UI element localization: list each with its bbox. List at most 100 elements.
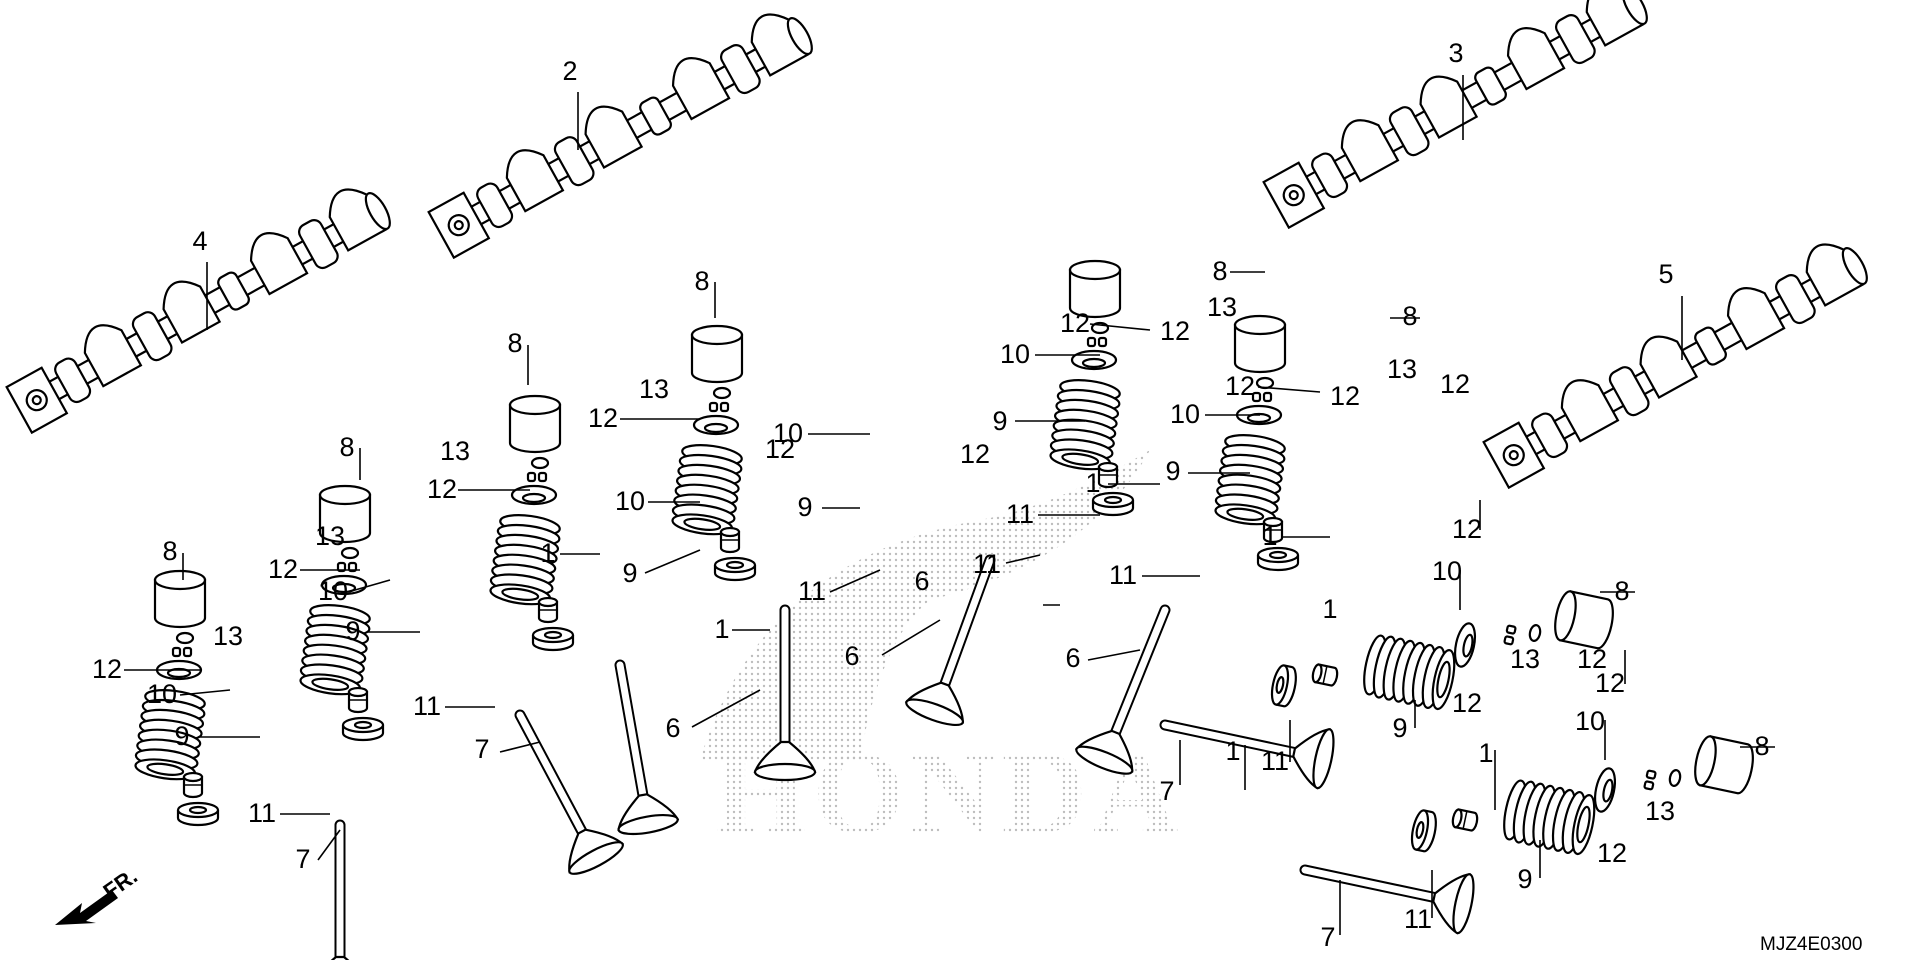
callout-12: 12 xyxy=(1597,838,1627,868)
valve-lifter xyxy=(153,569,207,629)
camshaft-4 xyxy=(0,175,399,434)
diagram-code: MJZ4E0300 xyxy=(1760,934,1862,955)
leader-line xyxy=(499,741,541,753)
leader-line xyxy=(1257,386,1321,393)
callout-9: 9 xyxy=(1517,864,1532,894)
shim xyxy=(530,456,550,470)
front-direction-marker: FR. xyxy=(55,863,142,925)
callout-1: 1 xyxy=(1322,594,1337,624)
leader-line xyxy=(179,689,231,696)
valve-cotter xyxy=(171,646,193,658)
callout-3: 3 xyxy=(1448,38,1463,68)
callout-6: 6 xyxy=(844,641,859,671)
valve-spring xyxy=(1358,631,1460,713)
callout-5: 5 xyxy=(1658,259,1673,289)
valve-spring xyxy=(297,600,374,699)
valve-spring xyxy=(1212,430,1289,529)
callout-10: 10 xyxy=(1575,706,1605,736)
callout-8: 8 xyxy=(162,536,177,566)
valve-lifter xyxy=(1550,588,1618,652)
callout-11: 11 xyxy=(1261,746,1289,776)
camshaft-3 xyxy=(1257,0,1656,229)
callout-12: 12 xyxy=(960,439,990,469)
camshaft-2 xyxy=(422,0,821,259)
valve-spring xyxy=(1047,375,1124,474)
callout-1: 1 xyxy=(1085,468,1100,498)
callout-9: 9 xyxy=(992,406,1007,436)
valve-cotter xyxy=(1643,769,1657,791)
callout-13: 13 xyxy=(639,374,669,404)
callout-1: 1 xyxy=(714,614,729,644)
leader-line xyxy=(1089,323,1151,331)
callout-12: 12 xyxy=(1595,668,1625,698)
callout-12: 12 xyxy=(1577,644,1607,674)
callout-12: 12 xyxy=(1160,316,1190,346)
callout-13: 13 xyxy=(1510,644,1540,674)
callout-8: 8 xyxy=(1614,576,1629,606)
callout-11: 11 xyxy=(1006,499,1034,529)
callout-9: 9 xyxy=(622,558,637,588)
callout-12: 12 xyxy=(1225,371,1255,401)
leader-line xyxy=(691,689,761,728)
valve-cotter xyxy=(526,471,548,483)
callout-6: 6 xyxy=(1065,643,1080,673)
shim xyxy=(712,386,732,400)
valve-lifter xyxy=(508,394,562,454)
callout-10: 10 xyxy=(773,418,803,448)
callout-1: 1 xyxy=(1225,736,1240,766)
leader-line xyxy=(1005,554,1041,564)
callout-11: 11 xyxy=(413,691,441,721)
callout-8: 8 xyxy=(339,432,354,462)
callout-12: 12 xyxy=(1440,369,1470,399)
callout-12: 12 xyxy=(588,403,618,433)
callout-8: 8 xyxy=(507,328,522,358)
camshaft-5 xyxy=(1477,230,1876,489)
valve-7 xyxy=(1299,841,1478,935)
spring-retainer xyxy=(692,414,740,436)
callout-10: 10 xyxy=(318,576,348,606)
valve-lifter xyxy=(1690,733,1758,797)
callout-13: 13 xyxy=(1645,796,1675,826)
shim xyxy=(175,631,195,645)
callout-7: 7 xyxy=(1159,776,1174,806)
callout-8: 8 xyxy=(1212,256,1227,286)
callout-1: 1 xyxy=(1262,521,1277,551)
valve-cotter xyxy=(708,401,730,413)
shim xyxy=(1667,768,1683,788)
callout-6: 6 xyxy=(665,713,680,743)
spring-seat xyxy=(531,626,575,652)
valve-spring xyxy=(669,440,746,539)
shim xyxy=(1527,623,1543,643)
arrow-front-icon xyxy=(55,890,118,925)
leader-lines xyxy=(124,75,1775,935)
spring-seat xyxy=(176,801,220,827)
stem-seal xyxy=(1450,807,1480,833)
spring-retainer xyxy=(1070,349,1118,371)
valve-lifter xyxy=(690,324,744,384)
stem-seal xyxy=(537,596,559,624)
callout-13: 13 xyxy=(1207,292,1237,322)
spring-retainer xyxy=(510,484,558,506)
callout-4: 4 xyxy=(192,226,207,256)
callout-7: 7 xyxy=(295,844,310,874)
callout-10: 10 xyxy=(1170,399,1200,429)
callout-9: 9 xyxy=(797,492,812,522)
callout-12: 12 xyxy=(1060,308,1090,338)
valve-cotter xyxy=(1251,391,1273,403)
leader-line xyxy=(829,569,881,593)
callout-11: 11 xyxy=(248,798,276,828)
callout-10: 10 xyxy=(147,679,177,709)
valve-6 xyxy=(590,660,679,838)
callout-8: 8 xyxy=(1754,731,1769,761)
callout-7: 7 xyxy=(1320,922,1335,952)
callout-12: 12 xyxy=(765,434,795,464)
valve-spring xyxy=(1498,776,1600,858)
leader-line xyxy=(1087,649,1141,661)
callout-11: 11 xyxy=(1109,560,1137,590)
callout-12: 12 xyxy=(427,474,457,504)
leader-line xyxy=(881,619,941,656)
callout-13: 13 xyxy=(213,621,243,651)
callout-10: 10 xyxy=(615,486,645,516)
